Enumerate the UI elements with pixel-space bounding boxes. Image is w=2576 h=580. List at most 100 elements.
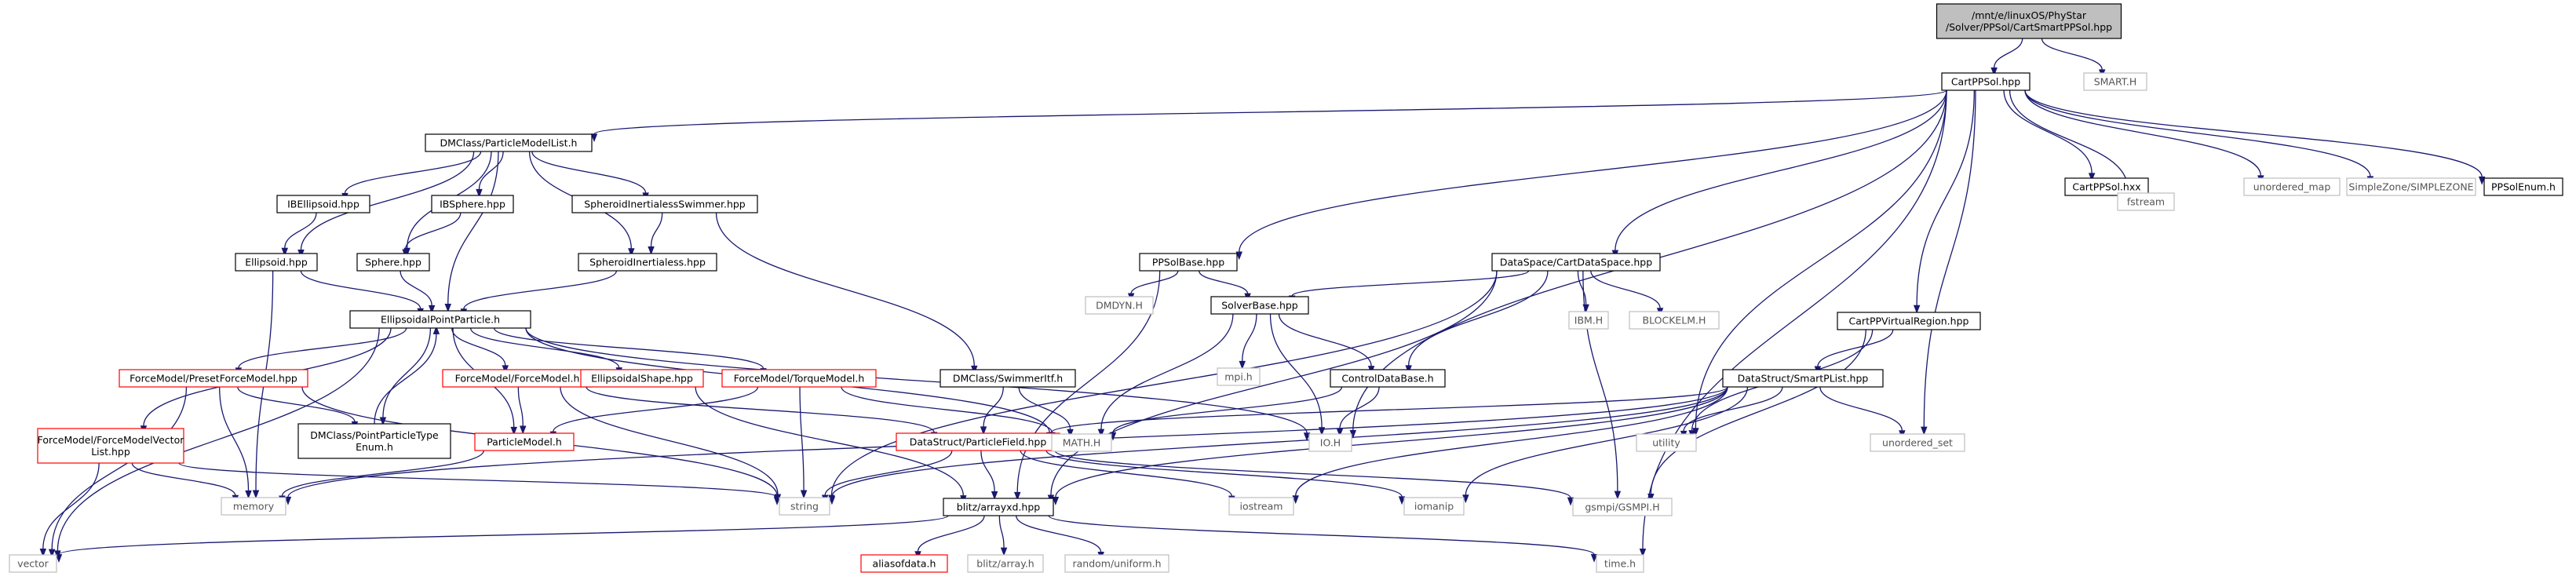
node-label-forcevector-line0: ForceModel/ForceModelVector bbox=[38, 434, 185, 446]
node-label-torquemodel: ForceModel/TorqueModel.h bbox=[734, 373, 865, 385]
edge-cartppsol-to-timeh bbox=[1639, 89, 1947, 557]
edge-cartppvirtual-to-gsmpi bbox=[1647, 329, 1866, 502]
node-swimmeritf[interactable]: DMClass/SwimmerItf.h bbox=[940, 369, 1076, 388]
node-ibm: IBM.H bbox=[1568, 311, 1609, 330]
node-smart: SMART.H bbox=[2083, 72, 2147, 91]
node-cartdataspace[interactable]: DataSpace/CartDataSpace.hpp bbox=[1491, 253, 1661, 272]
node-mpih: mpi.h bbox=[1217, 367, 1261, 386]
node-label-cartdataspace: DataSpace/CartDataSpace.hpp bbox=[1500, 257, 1652, 268]
edge-swimmeritf-to-mathh bbox=[1018, 386, 1074, 438]
edge-cartdataspace-to-gsmpi bbox=[1582, 270, 1622, 500]
edge-ellpoint-to-forcemodel bbox=[451, 327, 509, 374]
edge-torquemodel-to-string bbox=[799, 386, 808, 499]
node-unordered_map: unordered_map bbox=[2243, 177, 2341, 196]
node-aliasofdata[interactable]: aliasofdata.h bbox=[860, 554, 948, 573]
node-controldatabase[interactable]: ControlDataBase.h bbox=[1330, 369, 1446, 388]
edge-smartplist-to-particlefield bbox=[1047, 386, 1728, 441]
node-fstream: fstream bbox=[2117, 192, 2175, 211]
node-label-pointtype-line1: Enum.h bbox=[356, 441, 393, 453]
node-string: string bbox=[779, 497, 830, 516]
node-particlemodel[interactable]: ParticleModel.h bbox=[474, 432, 575, 451]
node-label-swimmeritf: DMClass/SwimmerItf.h bbox=[953, 373, 1063, 385]
edge-cartppsol-to-ppsolbase bbox=[1235, 89, 1947, 261]
node-label-smart: SMART.H bbox=[2094, 76, 2137, 88]
node-sphere[interactable]: Sphere.hpp bbox=[356, 253, 430, 272]
node-presetforce[interactable]: ForceModel/PresetForceModel.hpp bbox=[119, 369, 308, 388]
node-label-cartppvirtual: CartPPVirtualRegion.hpp bbox=[1849, 316, 1969, 327]
edge-forcemodel-to-particlemodel bbox=[517, 386, 527, 435]
node-cartppsol[interactable]: CartPPSol.hpp bbox=[1941, 72, 2031, 91]
node-label-controldatabase: ControlDataBase.h bbox=[1341, 373, 1433, 385]
node-label-ellipsoid: Ellipsoid.hpp bbox=[245, 257, 308, 268]
node-root[interactable]: /mnt/e/linuxOS/PhyStar/Solver/PPSol/Cart… bbox=[1936, 3, 2122, 39]
node-blockelm: BLOCKELM.H bbox=[1629, 311, 1720, 330]
node-memory: memory bbox=[221, 497, 286, 516]
edge-ellpoint-to-torquemodel bbox=[493, 327, 767, 378]
edge-smartplist-to-blitzarray bbox=[1052, 386, 1728, 505]
node-label-ibm: IBM.H bbox=[1574, 315, 1603, 326]
node-vector: vector bbox=[9, 554, 57, 573]
node-ellipsoid[interactable]: Ellipsoid.hpp bbox=[235, 253, 318, 272]
node-forcemodel[interactable]: ForceModel/ForceModel.h bbox=[442, 369, 593, 388]
edge-cartppsol-to-dmlist bbox=[590, 89, 1947, 143]
node-ppsolenum[interactable]: PPSolEnum.h bbox=[2483, 177, 2563, 196]
node-label-ellpoint: EllipsoidalPointParticle.h bbox=[381, 314, 500, 326]
edge-cartppsol-to-cartdataspace bbox=[1611, 89, 1947, 259]
node-spheroidswimmer[interactable]: SpheroidInertialessSwimmer.hpp bbox=[571, 195, 758, 213]
node-label-simplezone: SimpleZone/SIMPLEZONE bbox=[2348, 181, 2473, 193]
edge-sphere-to-ellpoint bbox=[400, 270, 436, 314]
node-cartppsolhxx[interactable]: CartPPSol.hxx bbox=[2064, 177, 2149, 196]
node-label-string: string bbox=[790, 501, 819, 513]
node-blitzarray[interactable]: blitz/arrayxd.hpp bbox=[943, 498, 1054, 516]
node-spheroidinert[interactable]: SpheroidInertialess.hpp bbox=[578, 253, 717, 272]
edge-ellpoint-to-presetforce bbox=[235, 327, 407, 377]
node-label-spheroidswimmer: SpheroidInertialessSwimmer.hpp bbox=[584, 199, 746, 210]
node-label-blockelm: BLOCKELM.H bbox=[1643, 315, 1706, 326]
edge-blitzarray-to-blitzarrayh bbox=[998, 515, 1008, 556]
edge-blitzarray-to-timeh bbox=[1048, 515, 1598, 563]
node-randomuniform: random/uniform.h bbox=[1064, 554, 1169, 573]
node-particlefield[interactable]: DataStruct/ParticleField.hpp bbox=[896, 432, 1060, 451]
edge-blitzarray-to-aliasofdata bbox=[914, 515, 985, 560]
edge-swimmeritf-to-particlefield bbox=[980, 386, 1004, 436]
node-ppsolbase[interactable]: PPSolBase.hpp bbox=[1139, 253, 1238, 272]
node-torquemodel[interactable]: ForceModel/TorqueModel.h bbox=[721, 369, 877, 388]
node-label-ioh: IO.H bbox=[1320, 437, 1341, 449]
node-label-ppsolenum: PPSolEnum.h bbox=[2491, 181, 2556, 193]
node-label-iostream: iostream bbox=[1240, 501, 1283, 513]
node-solverbase[interactable]: SolverBase.hpp bbox=[1210, 296, 1309, 315]
node-label-ellshape: EllipsoidalShape.hpp bbox=[591, 373, 693, 385]
edge-blitzarray-to-randomuniform bbox=[1016, 515, 1104, 560]
node-label-fstream: fstream bbox=[2127, 196, 2165, 208]
node-iostream: iostream bbox=[1228, 497, 1294, 516]
node-label-timeh: time.h bbox=[1604, 558, 1636, 570]
node-dmlist[interactable]: DMClass/ParticleModelList.h bbox=[425, 133, 593, 152]
node-label-unordered_map: unordered_map bbox=[2253, 181, 2331, 193]
edge-dmlist-to-ibsphere bbox=[476, 151, 504, 198]
node-mathh: MATH.H bbox=[1051, 433, 1112, 452]
node-smartplist[interactable]: DataStruct/SmartPList.hpp bbox=[1722, 369, 1884, 388]
node-ellshape[interactable]: EllipsoidalShape.hpp bbox=[580, 369, 704, 388]
edge-forcemodel-to-particlefield bbox=[586, 386, 938, 441]
node-label-ppsolbase: PPSolBase.hpp bbox=[1152, 257, 1224, 268]
node-ibsphere[interactable]: IBSphere.hpp bbox=[431, 195, 514, 213]
edge-ellpoint-to-ellshape bbox=[469, 327, 622, 377]
edge-forcemodel-to-string bbox=[560, 386, 782, 503]
node-iomanip: iomanip bbox=[1403, 497, 1465, 516]
edge-forcevector-to-memory bbox=[131, 462, 239, 504]
edge-solverbase-to-mpih bbox=[1239, 313, 1257, 370]
node-ellpoint[interactable]: EllipsoidalPointParticle.h bbox=[349, 310, 531, 329]
edge-spheroidinert-to-ellpoint bbox=[460, 270, 618, 318]
node-label-dmlist: DMClass/ParticleModelList.h bbox=[440, 137, 578, 149]
node-label-cartppsolhxx: CartPPSol.hxx bbox=[2072, 181, 2140, 193]
node-cartppvirtual[interactable]: CartPPVirtualRegion.hpp bbox=[1837, 312, 1981, 330]
node-ibellipsoid[interactable]: IBEllipsoid.hpp bbox=[276, 195, 370, 213]
edge-presetforce-to-pointtype bbox=[237, 386, 359, 430]
edge-cartppsol-to-unordered_set bbox=[1921, 89, 1976, 436]
edge-spheroidswimmer-to-swimmeritf bbox=[715, 212, 978, 374]
edge-cartppsol-to-simplezone bbox=[2024, 89, 2374, 185]
edge-root-to-cartppsol bbox=[1990, 38, 2023, 76]
edge-ellipsoid-to-ellpoint bbox=[300, 270, 424, 317]
